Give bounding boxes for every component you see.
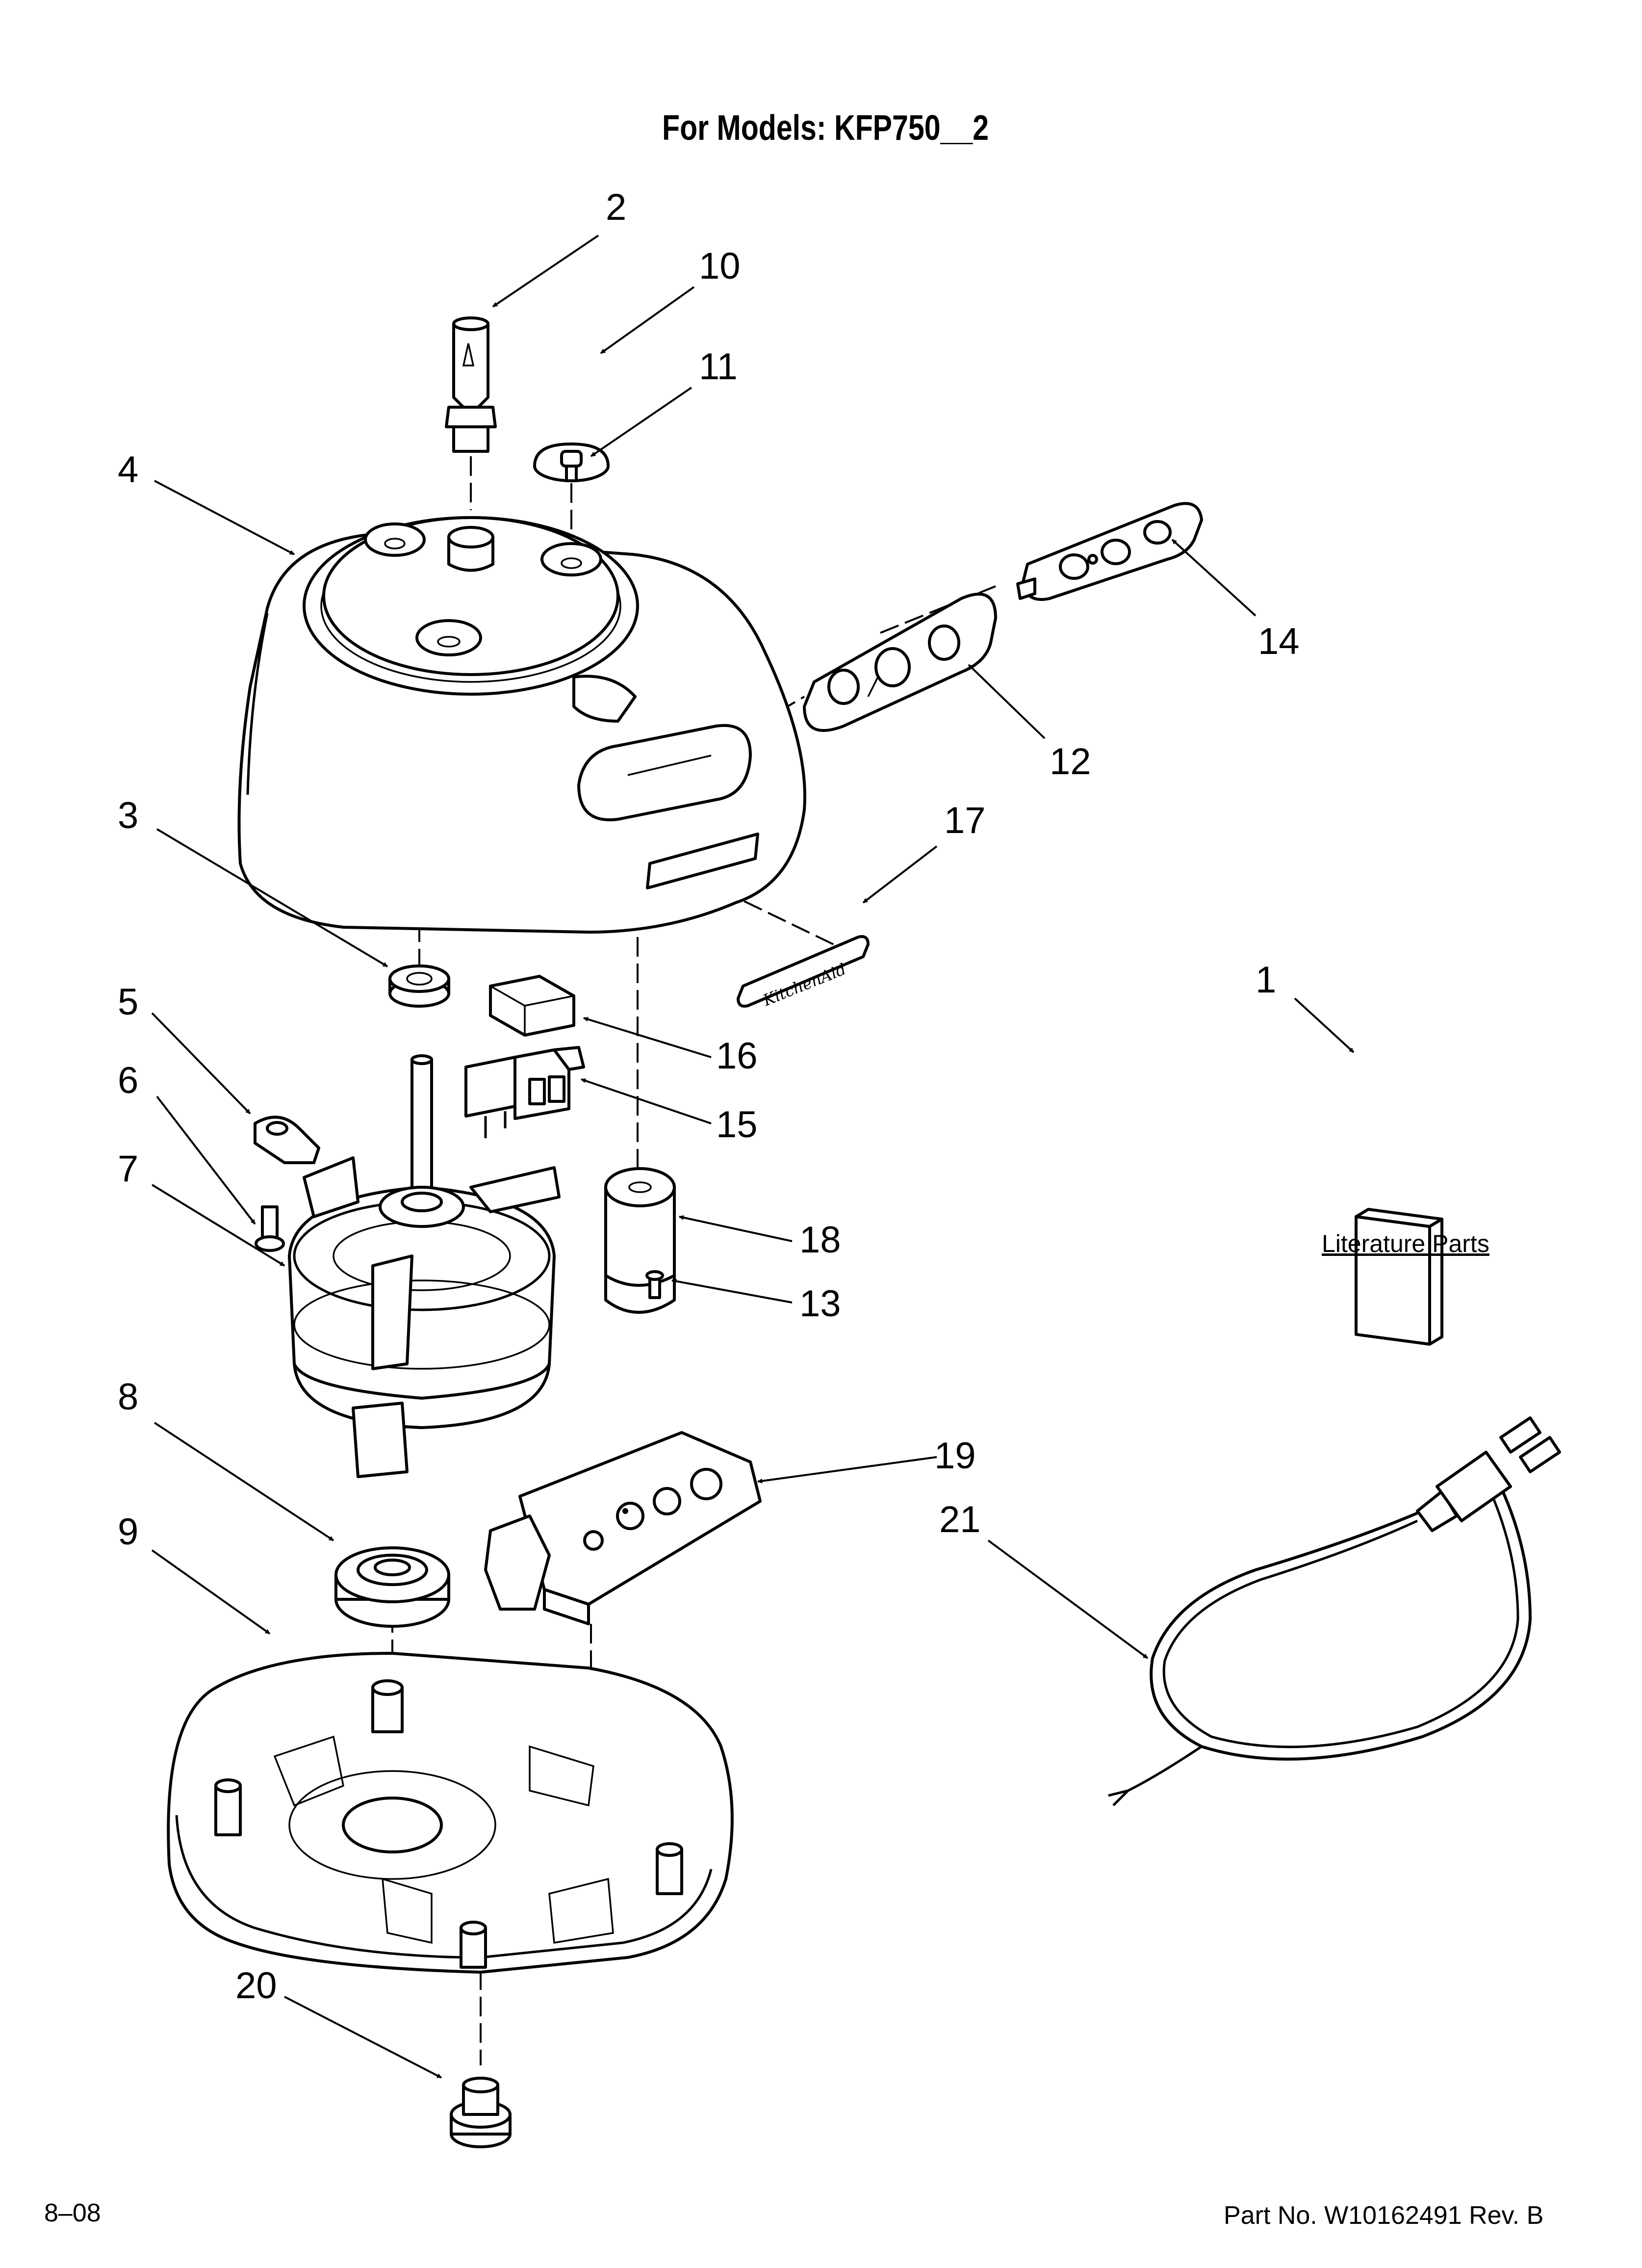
literature-parts-label: Literature Parts bbox=[1322, 1230, 1489, 1257]
callout-10: 10 bbox=[699, 245, 741, 287]
part-13-post bbox=[645, 1270, 664, 1299]
callout-21: 21 bbox=[939, 1499, 981, 1540]
part-7-motor bbox=[288, 1054, 561, 1478]
part-15-terminal-block bbox=[464, 1046, 585, 1138]
callout-18: 18 bbox=[799, 1219, 841, 1261]
part-18-capacitor bbox=[604, 1167, 676, 1314]
part-21-power-cord bbox=[1108, 1416, 1561, 1806]
part-17-badge: KitchenAid bbox=[737, 935, 870, 1010]
callout-arrows bbox=[151, 235, 1355, 2079]
callout-7: 7 bbox=[118, 1148, 139, 1190]
callout-8: 8 bbox=[118, 1376, 139, 1418]
part-11-screw bbox=[560, 450, 583, 482]
callout-9: 9 bbox=[118, 1511, 139, 1553]
callout-12: 12 bbox=[1050, 741, 1091, 782]
part-6-screw bbox=[255, 1205, 285, 1252]
callout-20: 20 bbox=[235, 1965, 277, 2007]
callout-19: 19 bbox=[934, 1435, 976, 1477]
part-19-control-board bbox=[484, 1431, 762, 1625]
part-12-membrane bbox=[803, 593, 997, 732]
part-3-bushing bbox=[388, 965, 450, 1008]
footer-part-number: Part No. W10162491 Rev. B bbox=[1224, 2201, 1544, 2230]
callout-13: 13 bbox=[799, 1283, 841, 1325]
part-4-housing bbox=[237, 516, 806, 934]
callout-16: 16 bbox=[716, 1035, 758, 1077]
callout-1: 1 bbox=[1256, 959, 1277, 1001]
callout-11: 11 bbox=[699, 346, 738, 388]
part-16-cover bbox=[489, 975, 575, 1037]
part-1-literature bbox=[1355, 1208, 1443, 1346]
callout-14: 14 bbox=[1258, 621, 1300, 662]
callout-6: 6 bbox=[118, 1060, 139, 1101]
callout-4: 4 bbox=[118, 449, 139, 491]
callout-3: 3 bbox=[118, 795, 139, 836]
callout-15: 15 bbox=[716, 1104, 758, 1146]
page-title: For Models: KFP750__2 bbox=[662, 108, 989, 148]
part-20-foot bbox=[450, 2077, 512, 2148]
callout-2: 2 bbox=[606, 186, 627, 228]
footer-date: 8–08 bbox=[44, 2199, 101, 2227]
part-9-base bbox=[167, 1652, 734, 1974]
part-5-clamp bbox=[254, 1116, 320, 1164]
callout-5: 5 bbox=[118, 981, 139, 1023]
part-14-control-overlay bbox=[1016, 502, 1203, 601]
part-2-drive-adapter bbox=[445, 316, 497, 453]
part-8-coupler bbox=[334, 1546, 450, 1628]
callout-17: 17 bbox=[944, 800, 986, 841]
